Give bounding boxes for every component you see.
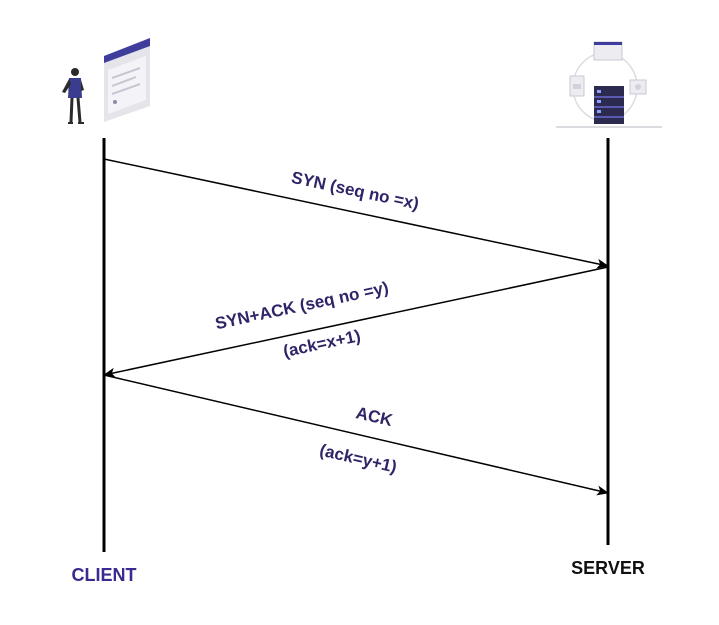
client-illustration-icon — [62, 38, 150, 124]
server-illustration-icon — [556, 41, 662, 128]
syn-arrow — [103, 158, 609, 269]
syn-label: SYN (seq no =x) — [290, 168, 421, 214]
syn-ack-label: SYN+ACK (seq no =y) — [213, 278, 390, 333]
syn-ack-sublabel: (ack=x+1) — [282, 326, 363, 361]
server-label: SERVER — [571, 558, 645, 578]
server-rack-icon — [594, 86, 624, 124]
ack-sublabel: (ack=y+1) — [318, 441, 399, 477]
person-icon — [62, 68, 84, 124]
client-label: CLIENT — [72, 565, 137, 585]
ack-label: ACK — [354, 403, 395, 430]
syn-ack-arrow — [103, 266, 609, 378]
ack-arrow — [103, 374, 609, 496]
browser-window-icon — [104, 38, 150, 122]
